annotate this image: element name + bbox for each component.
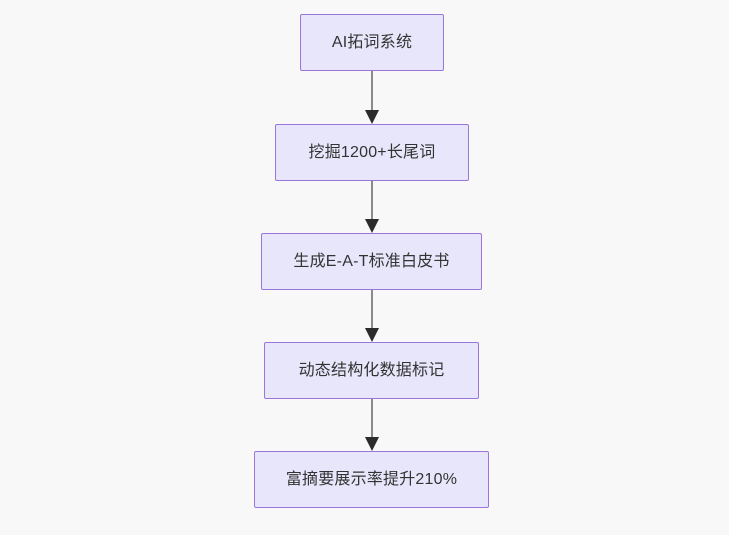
edge-node-4-to-node-5 xyxy=(365,399,379,451)
flowchart-node-dynamic-structured-data-markup[interactable]: 动态结构化数据标记 xyxy=(264,342,479,399)
flowchart-node-label: 挖掘1200+长尾词 xyxy=(308,143,436,161)
flowchart-node-generate-eat-whitepaper[interactable]: 生成E-A-T标准白皮书 xyxy=(261,233,482,290)
edge-node-3-to-node-4 xyxy=(365,290,379,342)
flowchart-node-ai-keyword-system[interactable]: AI拓词系统 xyxy=(300,14,444,71)
edge-node-1-to-node-2 xyxy=(365,71,379,124)
edge-node-2-to-node-3 xyxy=(365,181,379,233)
flowchart-node-mine-longtail-keywords[interactable]: 挖掘1200+长尾词 xyxy=(275,124,469,181)
flowchart-node-label: 生成E-A-T标准白皮书 xyxy=(293,252,450,270)
flowchart-node-rich-snippet-rate-increase[interactable]: 富摘要展示率提升210% xyxy=(254,451,489,508)
flowchart-node-label: AI拓词系统 xyxy=(331,33,413,51)
flowchart-node-label: 动态结构化数据标记 xyxy=(298,361,445,379)
flowchart-node-label: 富摘要展示率提升210% xyxy=(285,470,458,488)
